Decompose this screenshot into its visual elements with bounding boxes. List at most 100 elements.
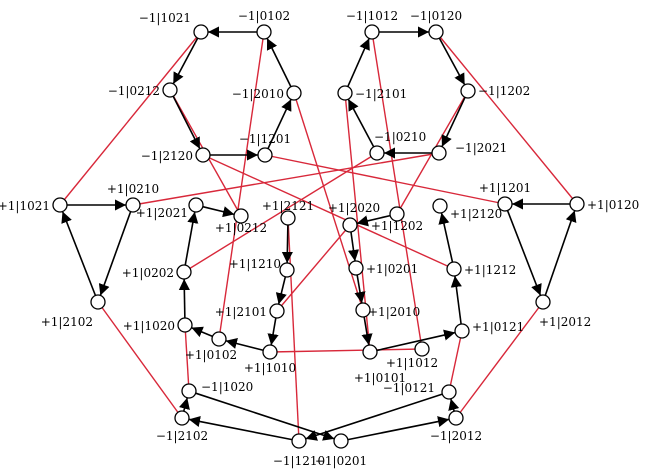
directed-edge-8 xyxy=(441,97,466,147)
directed-edge-38 xyxy=(188,416,293,441)
state-label-n_p0102: +1|0102 xyxy=(185,348,237,362)
state-node-n_p0212 xyxy=(233,208,249,224)
state-node-n_p0120 xyxy=(569,196,585,212)
directed-edge-27 xyxy=(347,231,360,262)
directed-edge-2 xyxy=(172,95,201,149)
undirected-edge-3 xyxy=(371,31,423,350)
state-label-n_m2101: −1|2101 xyxy=(355,87,407,101)
state-node-n_p0102 xyxy=(211,331,227,347)
directed-edge-20 xyxy=(275,276,287,305)
undirected-edge-18 xyxy=(455,301,544,419)
state-label-n_m1020: −1|1020 xyxy=(201,380,253,394)
state-node-n_p2120 xyxy=(432,198,448,214)
undirected-edge-15 xyxy=(184,324,190,392)
state-label-n_p0201: +1|0201 xyxy=(366,262,418,276)
directed-edge-1 xyxy=(172,37,199,84)
state-node-n_m1020 xyxy=(181,383,197,399)
state-node-n_m2010 xyxy=(286,85,302,101)
directed-edge-5 xyxy=(266,38,292,88)
state-label-n_p0101: +1|0101 xyxy=(354,371,406,385)
undirected-edge-11 xyxy=(132,152,440,206)
state-label-n_p1201: +1|1201 xyxy=(479,181,531,195)
state-label-n_m2021: −1|2021 xyxy=(455,141,507,155)
state-label-n_m1021: −1|1021 xyxy=(139,11,191,25)
state-nodes xyxy=(52,24,585,449)
state-label-n_p0202: +1|0202 xyxy=(122,266,174,280)
state-node-n_m2021 xyxy=(431,145,447,161)
state-node-n_p2012 xyxy=(535,294,551,310)
state-label-n_m1210: −1|1210 xyxy=(273,454,325,468)
state-node-n_m1012 xyxy=(364,24,380,40)
directed-edge-13 xyxy=(98,211,132,296)
state-label-n_m0120: −1|0120 xyxy=(410,9,462,23)
state-label-n_m0210: −1|0210 xyxy=(374,130,426,144)
state-label-n_p2121: +1|2121 xyxy=(262,199,314,213)
state-label-n_p0212: +1|0212 xyxy=(215,221,267,235)
directed-edge-19 xyxy=(281,224,293,264)
state-label-n_m1012: −1|1012 xyxy=(346,9,398,23)
state-label-n_p1012: +1|1012 xyxy=(386,356,438,370)
directed-edge-36 xyxy=(448,398,460,412)
undirected-edge-2 xyxy=(218,31,265,340)
undirected-edge-9 xyxy=(183,152,378,273)
directed-edges xyxy=(61,26,577,441)
state-node-n_p0201 xyxy=(348,260,364,276)
directed-edge-35 xyxy=(347,416,450,441)
state-node-n_p2102 xyxy=(90,294,106,310)
directed-edge-26 xyxy=(356,214,391,227)
undirected-edge-16 xyxy=(448,330,463,393)
state-label-n_p2102: +1|2102 xyxy=(41,315,93,329)
state-node-n_p1021 xyxy=(52,197,68,213)
state-node-n_p2010 xyxy=(355,302,371,318)
state-node-n_p1202 xyxy=(389,206,405,222)
directed-edge-14 xyxy=(61,211,97,296)
state-label-n_p1021: +1|1021 xyxy=(0,199,50,213)
directed-edge-23 xyxy=(191,326,213,338)
state-node-n_p0121 xyxy=(454,323,470,339)
state-node-n_p1201 xyxy=(497,196,513,212)
state-label-n_p1212: +1|1212 xyxy=(464,263,516,277)
state-node-n_m1201 xyxy=(257,147,273,163)
state-label-n_m0201: −1|0201 xyxy=(315,454,367,468)
undirected-edges xyxy=(59,31,578,442)
undirected-edge-17 xyxy=(97,301,183,419)
directed-edge-37 xyxy=(305,393,443,441)
directed-edge-33 xyxy=(179,397,190,412)
state-node-n_p2101 xyxy=(269,303,285,319)
undirected-edge-12 xyxy=(287,217,300,442)
state-node-n_p1010 xyxy=(262,344,278,360)
state-label-n_m2102: −1|2102 xyxy=(156,429,208,443)
directed-edge-25 xyxy=(184,211,199,266)
directed-edge-24 xyxy=(178,278,190,319)
state-node-n_p1210 xyxy=(279,262,295,278)
directed-edge-18 xyxy=(202,205,235,218)
state-node-n_p2121 xyxy=(280,210,296,226)
directed-edge-16 xyxy=(506,210,542,296)
state-node-n_m0212 xyxy=(162,82,178,98)
undirected-edge-13 xyxy=(276,224,351,312)
state-label-n_m1202: −1|1202 xyxy=(478,84,530,98)
state-node-n_m1202 xyxy=(460,83,476,99)
directed-edge-4 xyxy=(267,99,292,149)
state-node-n_p1020 xyxy=(177,317,193,333)
directed-edge-7 xyxy=(438,37,466,85)
undirected-edge-1 xyxy=(435,31,578,205)
state-node-n_p1012 xyxy=(414,341,430,357)
state-node-n_m2012 xyxy=(448,410,464,426)
state-node-n_m1210 xyxy=(291,433,307,449)
state-labels: −1|1021−1|0102−1|0212−1|2010−1|2120−1|12… xyxy=(0,9,639,468)
directed-edge-32 xyxy=(438,212,454,263)
undirected-edge-6 xyxy=(264,154,506,205)
state-node-n_m0120 xyxy=(428,24,444,40)
state-node-n_m0210 xyxy=(369,145,385,161)
undirected-edge-5 xyxy=(202,154,455,270)
directed-edge-29 xyxy=(361,316,373,346)
state-label-n_m2010: −1|2010 xyxy=(232,87,284,101)
state-node-n_m0102 xyxy=(256,24,272,40)
state-label-n_p0120: +1|0120 xyxy=(587,198,639,212)
state-label-n_m0121: −1|0121 xyxy=(383,381,435,395)
state-label-n_p0210: +1|0210 xyxy=(107,182,159,196)
state-label-n_p0121: +1|0121 xyxy=(472,320,524,334)
state-label-n_m2120: −1|2120 xyxy=(141,149,193,163)
